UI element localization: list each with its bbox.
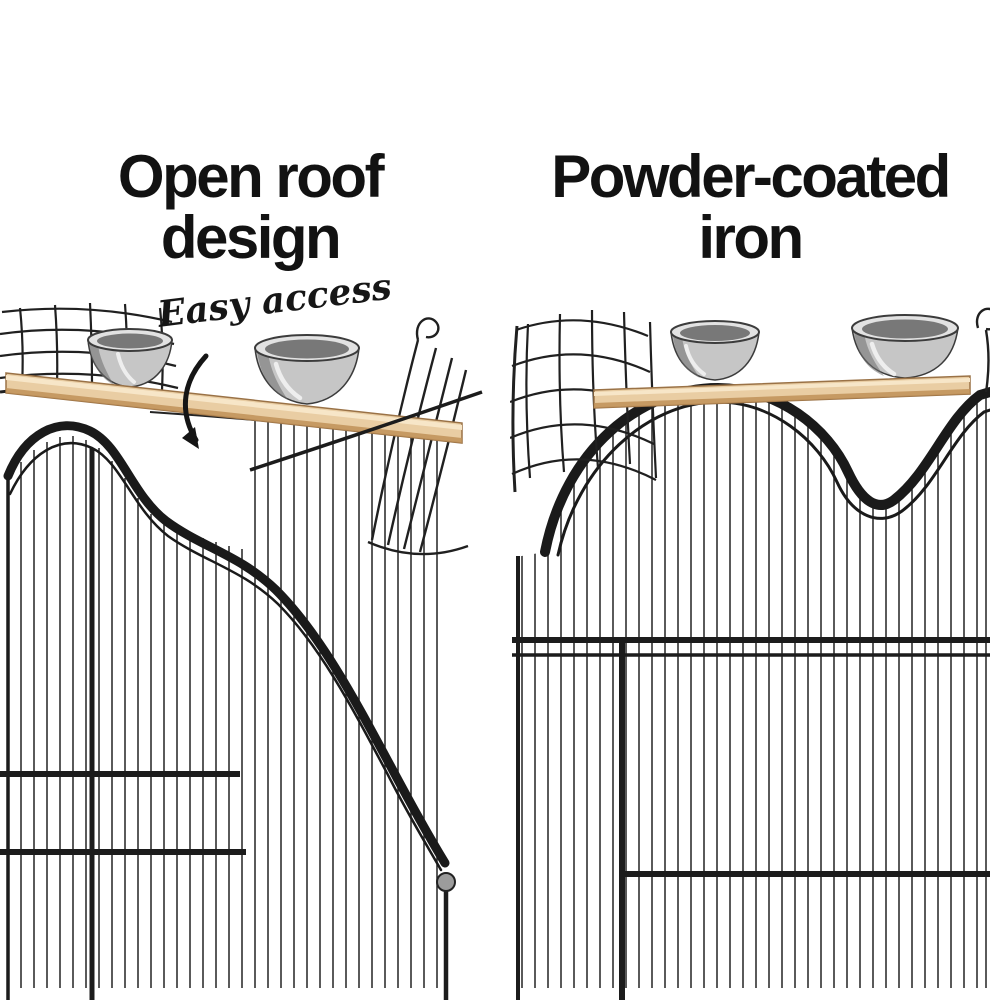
wooden-perch [593,375,971,409]
cage-wires [521,360,987,988]
title-line-1: Open roof [117,143,385,210]
powder-coated-birdcage-photo [510,300,990,1000]
title-line-2: iron [698,204,804,271]
scalloped-roof-frame [540,382,990,557]
curved-arrow-icon [182,353,209,449]
steel-bowl-right [851,314,959,379]
cage-frame-bars [0,448,246,1000]
title-line-1: Powder-coated [551,143,951,210]
caster-wheel [436,872,456,1000]
left-panel: Open roof design [0,146,500,1000]
left-panel-title: Open roof design [0,146,500,268]
title-line-2: design [160,204,342,271]
steel-bowl-right [254,334,360,405]
steel-bowl-left [87,328,173,388]
right-panel-title: Powder-coated iron [500,146,1000,268]
open-roof-frame-curve [3,421,450,872]
lifted-roof-wires [367,317,469,556]
steel-bowl-left [670,320,760,381]
roof-handle-curl [975,307,990,393]
right-panel: Powder-coated iron [500,0,1000,1000]
open-roof-birdcage-photo [0,302,483,1000]
cage-wires [7,411,453,988]
cross-rod [249,390,483,472]
cage-frame-bars [512,556,990,1000]
wooden-perch [5,372,463,444]
